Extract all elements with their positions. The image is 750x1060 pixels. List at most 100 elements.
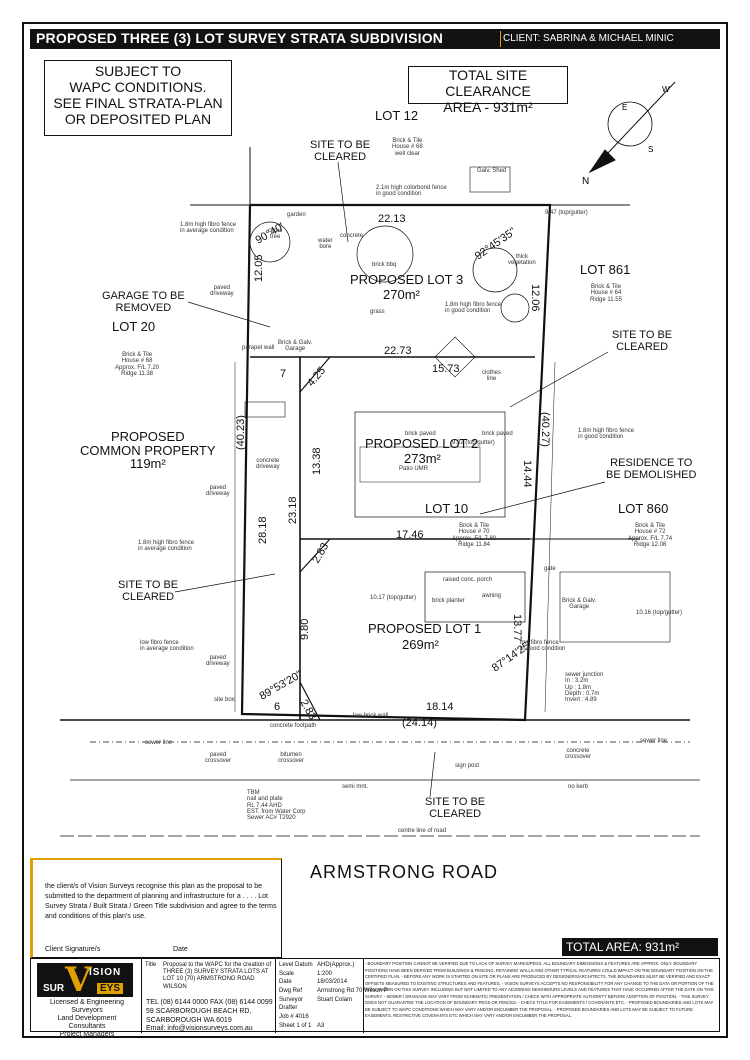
common-property-splay2 <box>299 538 331 573</box>
label-paved-drive-1: paved driveway <box>210 285 234 298</box>
label-tbm: TBM nail and plate RL 7.44 AHD EST. from… <box>247 790 306 822</box>
dim-right-long <box>544 361 556 713</box>
label-paved-drive-2: paved driveway <box>206 485 230 498</box>
tb-divider-2 <box>275 959 276 1033</box>
lot12-label: LOT 12 <box>375 108 419 123</box>
callout-site-clear-right: SITE TO BE CLEARED <box>612 329 673 353</box>
label-brick-planter: brick planter <box>432 598 465 604</box>
arrow-right <box>509 351 609 408</box>
label-house72: Brick & Tile House # 72 Approx. F/L 7.74… <box>628 523 673 548</box>
dim-d14: 23.18 <box>287 496 299 524</box>
dim-d16: 17.46 <box>396 529 424 541</box>
label-sewer-line-2: sewer line <box>640 738 668 744</box>
client-name: CLIENT: SABRINA & MICHAEL MINIC <box>503 33 674 44</box>
lot1-label: PROPOSED LOT 1 <box>368 621 482 636</box>
field-labels: Level Datum Scale Date Dwg Ref Surveyor … <box>279 962 313 1029</box>
label-house64: Brick & Tile House # 64 Ridge 11.55 <box>590 284 622 303</box>
label-fence-low-good: low fibro fence in good condition <box>520 640 566 653</box>
label-top-gutter-1: 9.47 (top/gutter) <box>545 210 588 216</box>
compass-arrow <box>588 149 616 174</box>
logo-sur: SUR <box>43 983 65 994</box>
label-fence-avg: 1.8m high fibro fence in average conditi… <box>138 540 195 553</box>
compass-w: W <box>662 85 670 94</box>
title-separator <box>500 31 501 47</box>
garage-lot1 <box>244 401 286 418</box>
label-fence-good-2: 1.8m high fibro fence in good condition <box>578 428 635 441</box>
house-lot860 <box>559 571 671 643</box>
house-lot2 <box>354 411 506 518</box>
client-signature-label: Client Signature/s <box>45 946 101 953</box>
common-property-splay <box>299 356 331 393</box>
label-garage-2: Brick & Galv. Garage <box>562 598 597 611</box>
logo-eys: EYS <box>97 983 124 994</box>
compass-s: S <box>648 145 653 154</box>
callout-residence-demolished: RESIDENCE TO BE DEMOLISHED <box>606 457 697 481</box>
compass-n: N <box>582 176 589 187</box>
label-awning: awning <box>482 593 502 599</box>
title-block: V ISION SUR EYS Licensed & Engineering S… <box>30 958 720 1038</box>
plan-title: PROPOSED THREE (3) LOT SURVEY STRATA SUB… <box>36 30 444 46</box>
dim-d8: 7 <box>280 368 286 380</box>
dim-d12: (40.27) <box>539 412 551 447</box>
dim-d23: 18.14 <box>426 701 454 713</box>
lot1-area: 269m² <box>402 637 439 652</box>
label-sign-post: sign post <box>455 763 480 769</box>
wapc-conditions-note: SUBJECT TO WAPC CONDITIONS. SEE FINAL ST… <box>44 60 232 136</box>
arrow-left <box>174 573 276 593</box>
label-garage-1: Brick & Galv. Garage <box>278 340 313 353</box>
shed <box>469 166 511 193</box>
dim-d2: 12.05 <box>253 254 265 282</box>
tree-1 <box>249 221 291 263</box>
label-top-gutter-3: 10.17 (top/gutter) <box>370 595 417 601</box>
label-brick-paved-1: brick paved <box>405 431 436 437</box>
label-sewer-line: sewer line <box>145 740 173 746</box>
callout-garage-removed: GARAGE TO BE REMOVED <box>102 290 185 314</box>
dim-d17: 2.83 <box>310 541 331 566</box>
client-consent-box: the client/s of Vision Surveys recognise… <box>30 858 282 958</box>
label-concrete: concrete <box>340 233 364 239</box>
label-patio: Patio UMR <box>399 466 429 472</box>
label-top-gutter-4: 10.16 (top/gutter) <box>636 610 683 616</box>
dim-d13: 14.44 <box>521 460 533 488</box>
label-paved-drive-3: paved driveway <box>206 655 230 668</box>
dim-d19: 13.77 <box>511 614 523 642</box>
lot2-area: 273m² <box>404 451 441 466</box>
firm-address: TEL (08) 6144 0000 FAX (08) 6144 0099 59… <box>146 999 273 1033</box>
tree-4 <box>500 293 530 323</box>
label-top-gutter-2: 9.92 (top/gutter) <box>452 440 495 446</box>
lot3-label: PROPOSED LOT 3 <box>350 272 464 287</box>
common-property-label: PROPOSED COMMON PROPERTY 119m² <box>80 429 216 472</box>
lot3-area: 270m² <box>383 287 420 302</box>
label-concrete-crossover: concrete crossover <box>565 748 592 761</box>
label-paved-crossover: paved crossover <box>205 752 232 765</box>
arrow-residence <box>479 481 606 515</box>
label-garden: garden <box>287 212 306 218</box>
patio <box>359 446 481 483</box>
dim-d15: 28.18 <box>257 516 269 544</box>
lot10-label: LOT 10 <box>425 501 469 516</box>
clothes-line <box>434 336 476 378</box>
vision-surveys-logo: V ISION SUR EYS <box>37 963 133 997</box>
label-centre-line: centre line of road <box>398 828 447 834</box>
sheet-border <box>22 22 728 1038</box>
title-bar <box>30 29 720 49</box>
survey-plan: E W S N 22.13 12.05 12.06 90°40' 92°45'3… <box>60 81 700 837</box>
consent-text: the client/s of Vision Surveys recognise… <box>45 883 277 921</box>
dim-d7: 15.73 <box>432 363 460 375</box>
tree-2 <box>356 225 414 283</box>
label-fence-fibro-left: 1.8m high fibro fence in average conditi… <box>180 222 237 235</box>
compass-circle <box>607 101 653 147</box>
label-shed: Galv. Shed <box>477 168 507 174</box>
lot2-label: PROPOSED LOT 2 <box>365 436 479 451</box>
label-site-box: site box <box>214 697 235 703</box>
label-sewer-junction: sewer junction In : 3.2m Up : 1.8m Depth… <box>565 672 604 704</box>
label-brick-paved-2: brick paved <box>482 431 513 437</box>
title-label: Title <box>145 962 157 968</box>
job-title: Proposal to the WAPC for the creation of… <box>163 962 272 990</box>
logo-ision: ISION <box>89 967 122 978</box>
total-area: TOTAL AREA: 931m² <box>562 938 718 956</box>
dim-d6: 22.73 <box>384 345 412 357</box>
label-water-bore: water bore <box>318 238 333 251</box>
callout-site-clear-bottom: SITE TO BE CLEARED <box>425 796 486 820</box>
arrow-garage <box>187 301 271 328</box>
